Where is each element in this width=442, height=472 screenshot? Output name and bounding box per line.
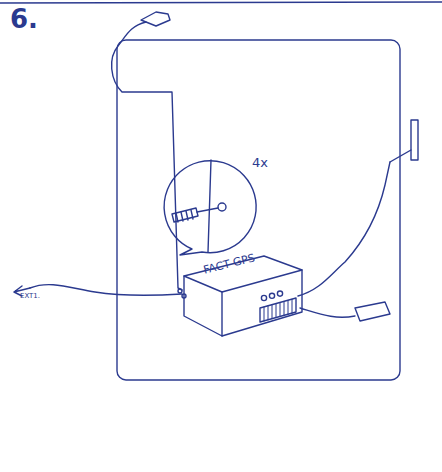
screwdriver-shaft	[197, 208, 218, 212]
wall-line	[208, 160, 211, 252]
handle-grip	[176, 210, 193, 222]
node-outline	[160, 155, 280, 255]
power-block	[355, 302, 390, 321]
panel-frame	[117, 40, 400, 380]
port-hole	[269, 293, 274, 298]
sensor-strip	[411, 120, 418, 160]
box-left-face	[184, 276, 222, 336]
ext-cable	[30, 285, 182, 296]
port-label: EXT1.	[20, 292, 40, 300]
vent-slots	[264, 299, 292, 321]
callout-bubble	[164, 161, 256, 255]
screw-symbol	[218, 203, 226, 211]
plug-socket	[178, 289, 182, 293]
antenna-cable	[112, 22, 182, 290]
device-box: FACT GPS	[176, 250, 306, 340]
box-right-face	[222, 270, 302, 336]
device-name: FACT GPS	[202, 251, 256, 276]
step-number: 6.	[10, 4, 38, 34]
sensor-cable	[298, 162, 390, 296]
screwdriver-handle	[172, 208, 198, 222]
count-note: 4x	[252, 155, 268, 170]
callout-circle: 4x	[160, 155, 280, 255]
port-hole	[261, 295, 266, 300]
port-hole	[277, 291, 282, 296]
vent-grille	[260, 298, 296, 322]
antenna-plug	[141, 12, 170, 26]
top-rule	[0, 2, 442, 3]
sensor-lead	[390, 150, 411, 162]
power-cable	[300, 308, 355, 317]
